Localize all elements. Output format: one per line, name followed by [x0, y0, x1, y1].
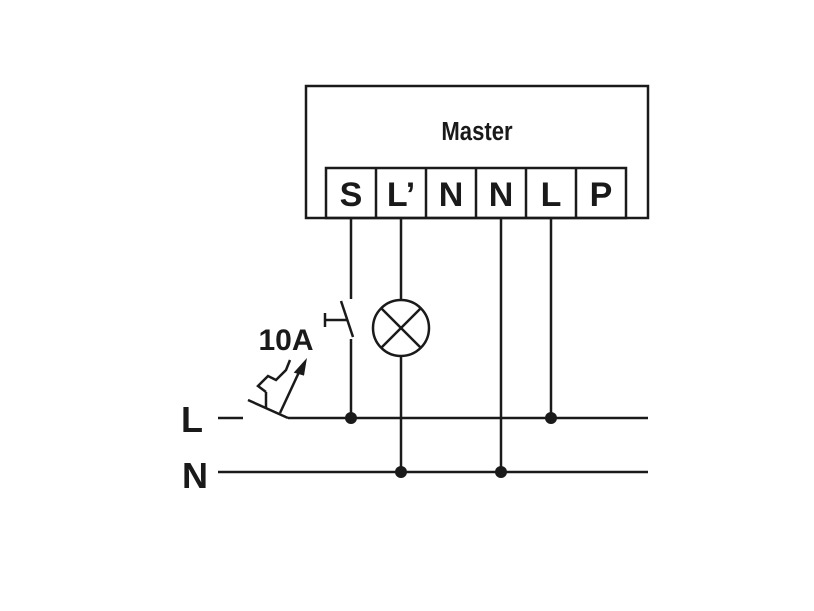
terminal-label: S [340, 176, 363, 214]
push-switch-icon [323, 300, 355, 338]
terminal-label: L’ [387, 176, 415, 214]
terminal-block [324, 166, 628, 220]
breaker-rating: 10A [258, 324, 313, 357]
circuit-breaker-icon [247, 359, 302, 420]
live-label: L [181, 399, 203, 440]
junction-dot [345, 412, 357, 424]
terminal-label: N [489, 176, 514, 214]
junction-dot [545, 412, 557, 424]
lamp-icon [371, 298, 431, 358]
junction-dot [395, 466, 407, 478]
neutral-label: N [182, 455, 208, 496]
breaker-arrow-icon [293, 357, 307, 376]
junction-dot [495, 466, 507, 478]
terminal-label: P [590, 176, 613, 214]
terminal-label: L [541, 176, 562, 214]
terminal-label: N [439, 176, 464, 214]
device-title: Master [441, 117, 513, 146]
